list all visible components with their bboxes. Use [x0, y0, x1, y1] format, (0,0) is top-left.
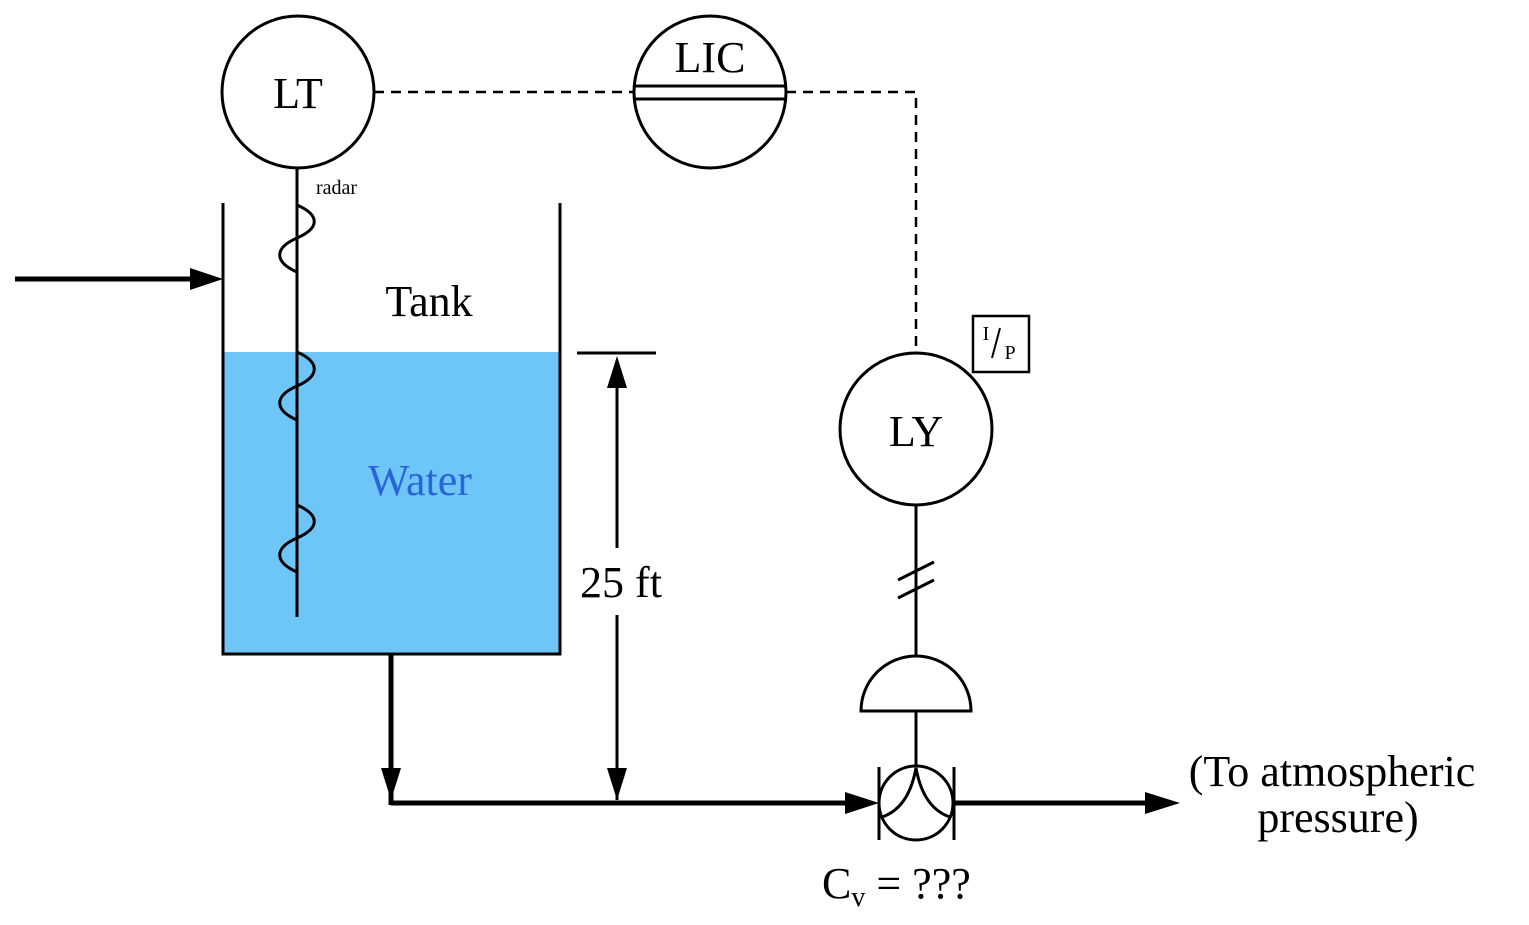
inlet-arrow: [190, 268, 223, 290]
ly-label: LY: [889, 407, 943, 456]
discharge-arrow: [1145, 792, 1180, 814]
outlet-label-line2: pressure): [1257, 793, 1418, 842]
cv-value: = ???: [865, 859, 970, 908]
dimension-arrow-up: [607, 356, 627, 388]
radar-label: radar: [316, 177, 357, 199]
valve-ball: [877, 764, 955, 842]
cv-label: Cv = ???: [822, 859, 971, 913]
outlet-label-line1: (To atmospheric: [1189, 747, 1476, 796]
pneumatic-hatch-2: [897, 578, 935, 600]
lic-bubble: [632, 14, 788, 170]
ip-badge-bottom: P: [1004, 342, 1015, 364]
cv-main: C: [822, 859, 851, 908]
lt-bubble: [220, 14, 376, 170]
signal-lic-to-ly: [786, 90, 918, 352]
ip-badge: [971, 314, 1031, 374]
actuator-dome: [859, 654, 973, 713]
lic-label: LIC: [675, 33, 746, 82]
height-label: 25 ft: [580, 558, 662, 607]
cv-subscript: v: [851, 882, 865, 913]
lt-label: LT: [273, 69, 323, 118]
valve-cusp: [881, 767, 951, 819]
radar-wave-top: [278, 203, 316, 274]
ip-badge-slash: [991, 327, 1001, 359]
pneumatic-hatch-1: [897, 560, 935, 582]
tank-label: Tank: [385, 277, 472, 326]
outlet-down-arrow: [381, 768, 401, 800]
radar-wave-mid: [278, 350, 316, 422]
valve-inlet-arrow: [845, 792, 879, 814]
ip-badge-top: I: [983, 323, 990, 345]
water-label: Water: [368, 456, 472, 505]
radar-wave-low: [278, 503, 316, 574]
dimension-arrow-down: [607, 768, 627, 800]
